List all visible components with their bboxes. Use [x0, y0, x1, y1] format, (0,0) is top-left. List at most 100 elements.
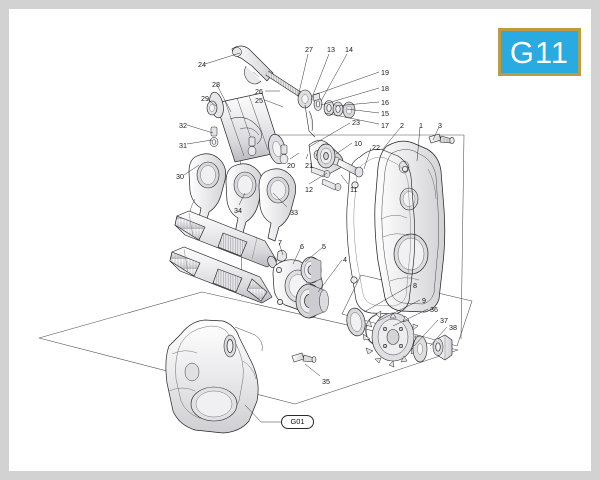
leader-line-22	[363, 147, 372, 170]
leader-line-11	[340, 174, 349, 185]
callout-number-23[interactable]: 23	[352, 118, 360, 127]
leader-line-31	[186, 139, 213, 145]
leader-line-21	[305, 153, 309, 160]
page-code-label: G11	[509, 34, 570, 70]
callout-number-26[interactable]: 26	[255, 87, 263, 96]
callout-number-10[interactable]: 10	[354, 139, 362, 148]
callout-number-22[interactable]: 22	[372, 143, 380, 152]
leader-line-29	[206, 98, 217, 107]
callout-number-9[interactable]: 9	[422, 296, 426, 305]
part-bearing-5	[300, 256, 322, 284]
callout-number-5[interactable]: 5	[322, 242, 326, 251]
leader-line-16	[334, 101, 380, 107]
leader-line-7	[278, 242, 284, 256]
part-nut-38	[432, 334, 453, 361]
callout-number-12[interactable]: 12	[305, 185, 313, 194]
leader-line-10	[335, 142, 353, 155]
callout-number-3[interactable]: 3	[438, 121, 442, 130]
callout-number-16[interactable]: 16	[381, 98, 389, 107]
callout-number-19[interactable]: 19	[381, 68, 389, 77]
callout-number-8[interactable]: 8	[413, 281, 417, 290]
leader-line-28	[216, 84, 232, 113]
leader-line-2	[381, 126, 402, 151]
callout-number-20[interactable]: 20	[287, 161, 295, 170]
callout-number-27[interactable]: 27	[305, 45, 313, 54]
leader-line-17	[324, 112, 380, 125]
part-countershaft	[169, 246, 273, 304]
leader-line-37	[413, 319, 439, 347]
callout-number-24[interactable]: 24	[198, 60, 206, 69]
callout-number-36[interactable]: 36	[430, 305, 438, 314]
part-bearing-8	[346, 307, 366, 337]
callout-number-4[interactable]: 4	[343, 255, 347, 264]
callout-number-37[interactable]: 37	[440, 316, 448, 325]
leader-line-9	[377, 299, 421, 322]
callout-number-29[interactable]: 29	[201, 94, 209, 103]
callout-number-18[interactable]: 18	[381, 84, 389, 93]
leader-line-24	[204, 52, 241, 65]
part-bolt-3	[428, 133, 455, 145]
leader-line-6	[292, 246, 302, 265]
callout-number-25[interactable]: 25	[255, 96, 263, 105]
part-bearing-29	[206, 100, 218, 116]
leader-line-32	[186, 124, 214, 134]
callout-number-2[interactable]: 2	[400, 121, 404, 130]
callout-number-7[interactable]: 7	[278, 238, 282, 247]
leader-line-15	[346, 108, 380, 114]
leader-line-36	[392, 308, 429, 327]
leader-line-19	[313, 71, 380, 96]
callout-number-17[interactable]: 17	[381, 121, 389, 130]
subassembly-tag-g01[interactable]: G01	[281, 415, 314, 429]
leader-line-20	[289, 152, 300, 160]
part-bolt-pair	[310, 166, 342, 191]
leader-line-27	[297, 53, 309, 98]
callout-number-32[interactable]: 32	[179, 121, 187, 130]
part-gear-10	[316, 143, 336, 169]
leader-line-12	[308, 172, 328, 185]
parts-diagram-artwork	[38, 45, 473, 434]
leader-line-g01	[244, 404, 281, 423]
leader-line-38	[429, 326, 448, 347]
callout-number-28[interactable]: 28	[212, 80, 220, 89]
part-fork-pins	[209, 126, 289, 164]
callout-number-21[interactable]: 21	[305, 161, 313, 170]
leader-line-25	[264, 99, 284, 108]
part-shift-shaft-24	[231, 45, 303, 98]
callout-number-1[interactable]: 1	[419, 121, 423, 130]
callout-number-15[interactable]: 15	[381, 109, 389, 118]
callout-number-11[interactable]: 11	[350, 185, 358, 194]
part-gearbox-housing-cover	[374, 140, 446, 313]
callout-number-33[interactable]: 33	[290, 208, 298, 217]
leader-line-8	[363, 284, 412, 313]
leader-line-30	[183, 164, 200, 176]
part-housing-gasket	[346, 148, 416, 315]
leader-line-34	[238, 192, 246, 206]
subassembly-tag-label: G01	[290, 417, 305, 427]
part-mainshaft	[174, 210, 278, 269]
page-code-badge: G11	[498, 28, 581, 76]
callout-number-34[interactable]: 34	[234, 206, 242, 215]
callout-number-6[interactable]: 6	[300, 242, 304, 251]
callout-number-13[interactable]: 13	[327, 45, 335, 54]
leader-line-3	[432, 126, 440, 141]
callout-number-30[interactable]: 30	[176, 172, 184, 181]
callout-number-31[interactable]: 31	[179, 141, 187, 150]
part-bolt-22	[336, 158, 364, 178]
leader-line-4	[317, 259, 343, 293]
leader-line-23	[308, 122, 351, 148]
leader-line-13	[310, 53, 330, 101]
callout-leader-lines	[183, 52, 448, 423]
part-shift-drum	[209, 91, 286, 165]
part-transmission-case	[165, 319, 263, 434]
callout-number-38[interactable]: 38	[449, 323, 457, 332]
leader-line-14	[320, 53, 348, 102]
part-shift-fork-33	[258, 168, 297, 242]
part-sprocket-36	[362, 310, 422, 368]
leader-line-5	[304, 246, 324, 263]
leader-line-35	[304, 363, 321, 377]
callout-number-35[interactable]: 35	[322, 377, 330, 386]
leader-line-18	[320, 87, 380, 106]
callout-number-14[interactable]: 14	[345, 45, 353, 54]
